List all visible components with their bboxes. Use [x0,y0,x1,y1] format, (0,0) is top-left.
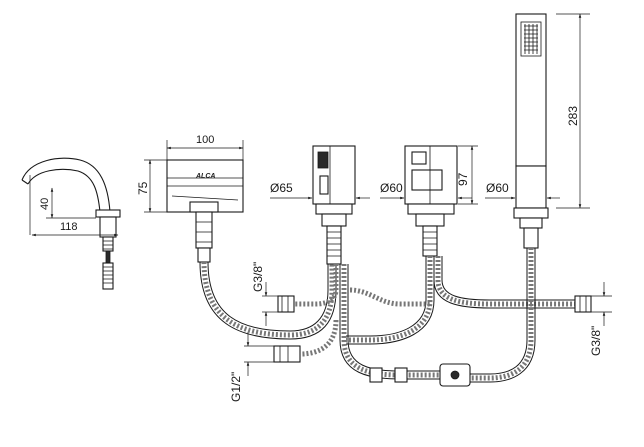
thread-right-label: G3/8" [589,326,603,356]
spout-height-label: 40 [39,198,51,210]
spout-view: 40 118 [21,157,121,290]
mixer-view: 100 75 ALCA [136,134,244,263]
shower-height-label: 283 [566,106,580,126]
diverter-view: Ø65 [270,145,370,265]
hand-shower-view: 283 Ø60 [485,13,590,249]
brand-logo: ALCA [195,173,215,180]
mixer-width-label: 100 [196,134,214,146]
valve-height-label: 97 [456,172,470,186]
valve-dia-label: Ø60 [380,181,403,195]
diverter-dia-label: Ø65 [270,181,293,195]
mixer-height-label: 75 [136,181,150,195]
spout-length-label: 118 [60,221,78,233]
thread-left-label: G3/8" [251,262,265,292]
shower-dia-label: Ø60 [486,181,509,195]
thread-callouts: G3/8" G1/2" G3/8" [229,262,612,402]
hoses [199,248,592,387]
valve-view: Ø60 97 [380,145,478,257]
thread-inlet-label: G1/2" [229,372,243,402]
